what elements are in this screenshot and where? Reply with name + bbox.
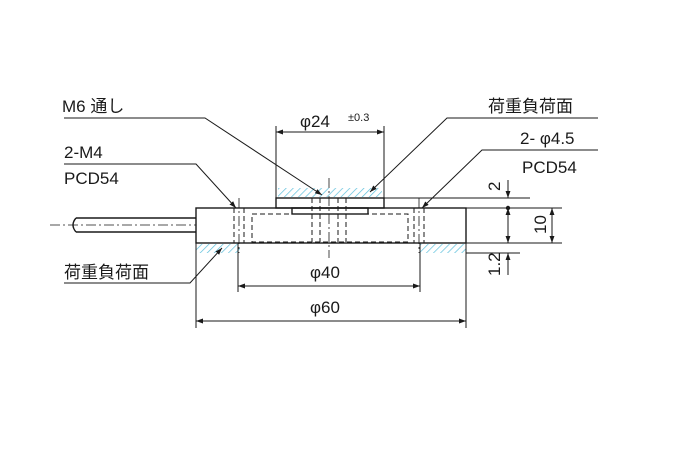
dim-2-label: 2 xyxy=(485,182,504,191)
dim-vertical xyxy=(384,180,562,275)
m6-through-label: M6 通し xyxy=(62,97,124,116)
leader-bottom-load-face xyxy=(64,247,223,284)
leader-m6-through xyxy=(64,117,323,196)
dim-phi24 xyxy=(275,126,385,198)
phi24-tolerance: ±0.3 xyxy=(348,112,369,124)
pcd54-right-label: PCD54 xyxy=(522,158,577,177)
top-load-face-label: 荷重負荷面 xyxy=(488,97,573,116)
dim-phi40 xyxy=(237,243,421,292)
dim-1-2-label: 1.2 xyxy=(485,252,504,276)
dim-10-label: 10 xyxy=(531,215,550,234)
phi60-label: φ60 xyxy=(310,298,340,317)
sensor-body xyxy=(195,178,467,258)
phi40-label: φ40 xyxy=(310,263,340,282)
dim-phi60 xyxy=(195,243,467,328)
phi24-label: φ24 xyxy=(300,112,330,131)
bottom-load-face-label: 荷重負荷面 xyxy=(64,263,149,282)
cable xyxy=(50,217,196,233)
leader-top-load-face xyxy=(369,117,598,193)
two-m4-label: 2-M4 xyxy=(64,143,103,162)
leader-2-m4 xyxy=(64,163,237,209)
leader-2-phi45 xyxy=(421,149,598,209)
pcd54-left-label: PCD54 xyxy=(64,169,119,188)
two-phi45-label: 2- φ4.5 xyxy=(520,129,575,148)
